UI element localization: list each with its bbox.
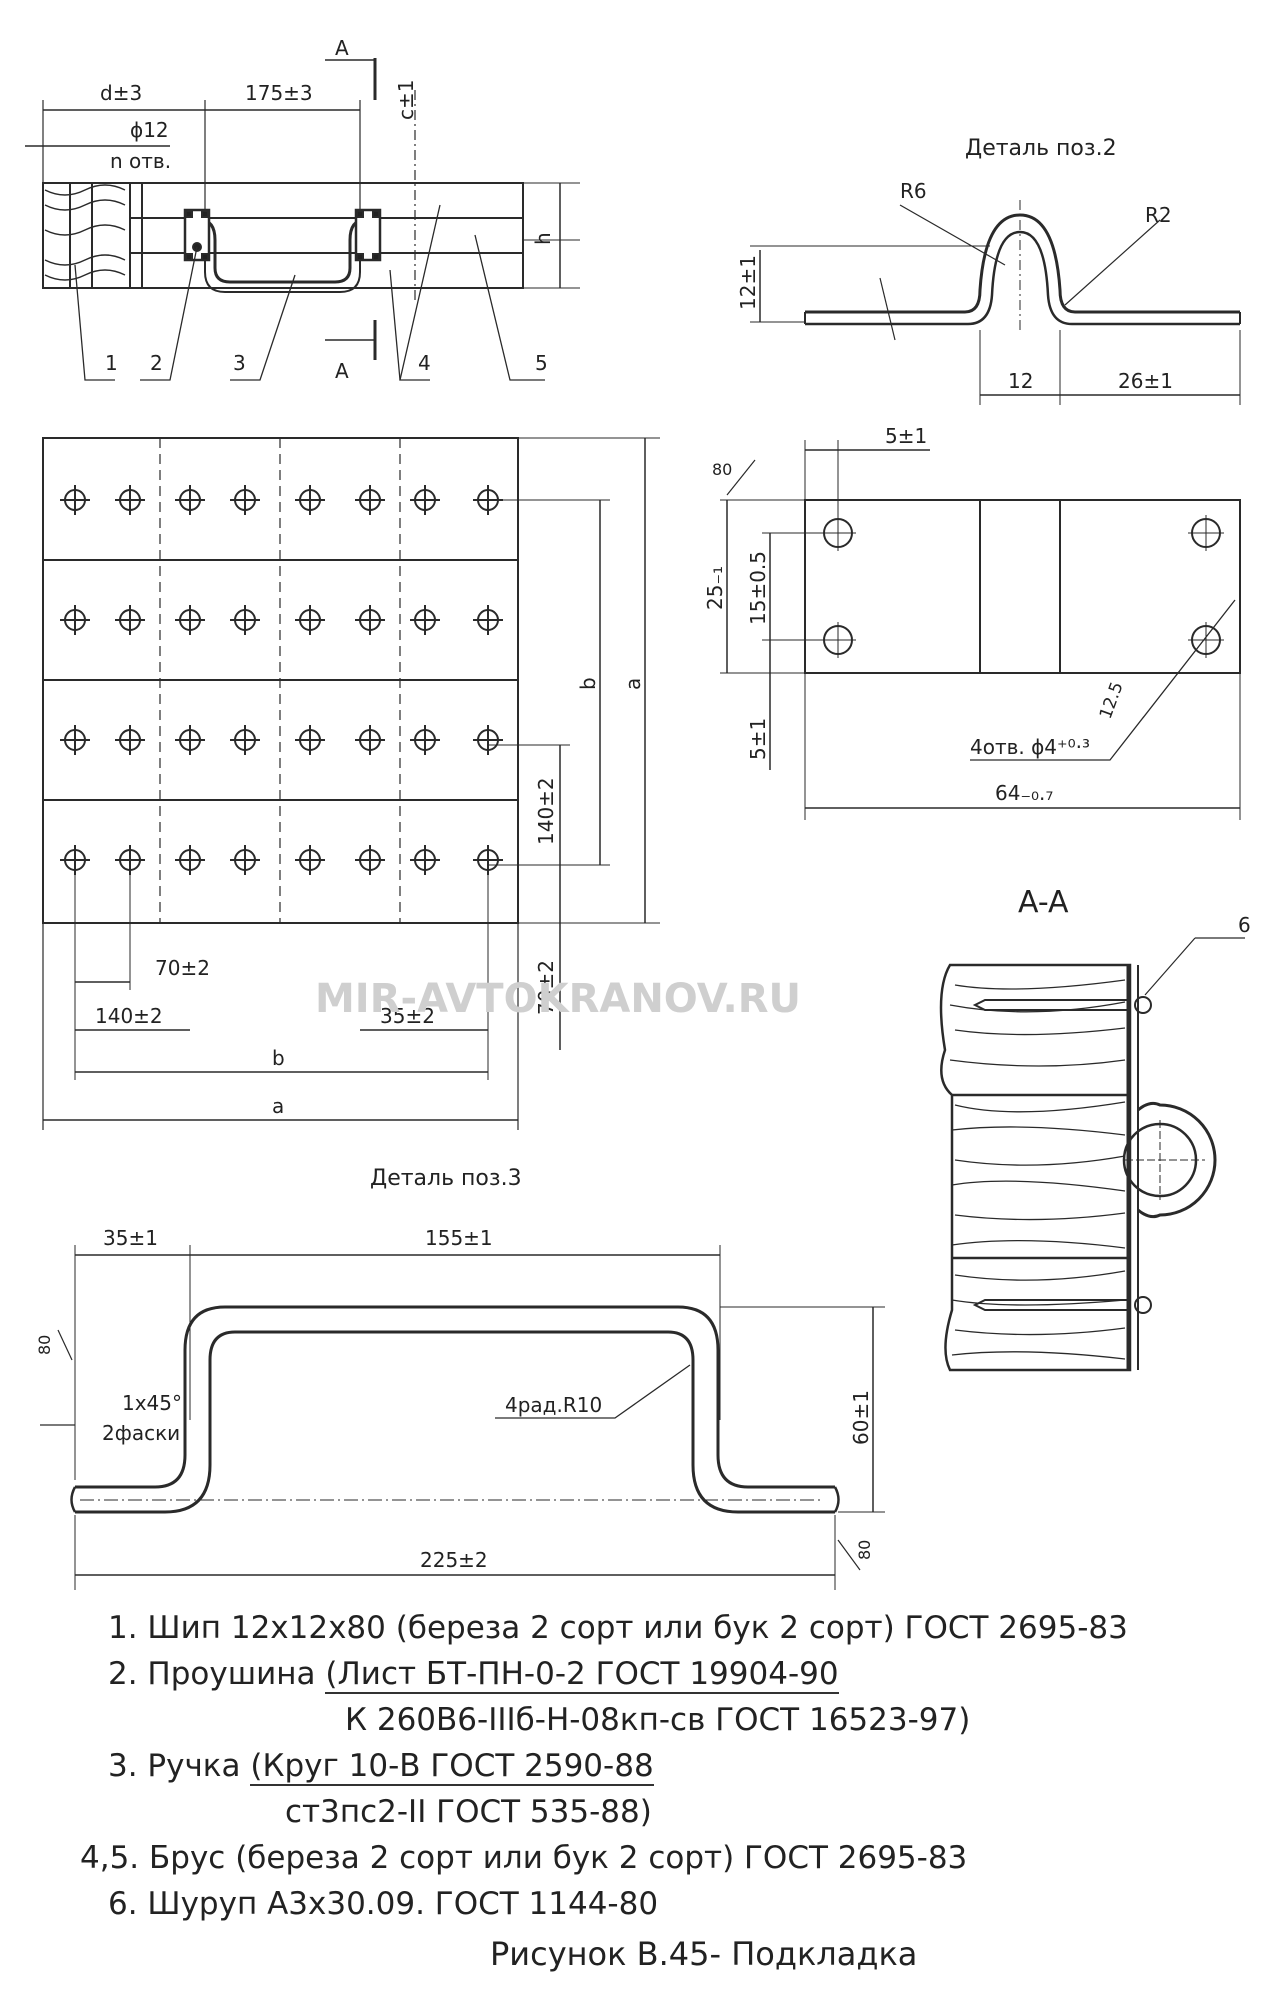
- callout-1: 1: [105, 351, 118, 375]
- dim-phi12: ϕ12: [130, 118, 169, 142]
- note-2-label: 2. Проушина: [108, 1656, 326, 1692]
- screw-hole: [410, 485, 440, 515]
- detail2-title: Деталь поз.2: [965, 136, 1117, 161]
- d3-80-left: 80: [35, 1335, 54, 1355]
- screw-hole: [410, 845, 440, 875]
- figure-caption: Рисунок В.45- Подкладка: [490, 1935, 918, 1973]
- section-title: A-A: [1018, 885, 1069, 920]
- note-2-material: (Лист БТ-ПН-0-2 ГОСТ 19904-90: [325, 1656, 839, 1694]
- plan-view: [42, 437, 660, 1130]
- screw-hole: [355, 845, 385, 875]
- d3-chamfer-count: 2фаски: [102, 1421, 180, 1445]
- screw-hole: [175, 605, 205, 635]
- screw-hole: [230, 725, 260, 755]
- dim-c: c±1: [394, 80, 418, 120]
- screw-hole: [115, 725, 145, 755]
- callout-3: 3: [233, 351, 246, 375]
- d2-12-1: 12±1: [736, 255, 760, 310]
- screw-hole: [355, 725, 385, 755]
- screw-hole: [230, 845, 260, 875]
- note-2-material-text: Лист БТ-ПН-0-2 ГОСТ 19904-90: [337, 1656, 839, 1692]
- d2-80: 80: [712, 460, 732, 479]
- plan-dim-b-horiz: b: [272, 1046, 285, 1070]
- dim-n-holes: n отв.: [110, 149, 171, 173]
- d2-5-top: 5±1: [885, 424, 927, 448]
- drawing-sheet: d±3 175±3 ϕ12 n отв. c±1 h A A 1 2 3 4 5…: [25, 36, 1251, 1590]
- d2-26: 26±1: [1118, 369, 1173, 393]
- d2-15: 15±0.5: [746, 551, 770, 625]
- screw-hole: [295, 725, 325, 755]
- d2-12-5: 12.5: [1096, 679, 1128, 721]
- plan-dim-70-vert: 70±2: [534, 960, 558, 1015]
- d2-12: 12: [1008, 369, 1033, 393]
- d3-225: 225±2: [420, 1548, 488, 1572]
- screw-hole: [295, 605, 325, 635]
- screw-hole: [473, 605, 503, 635]
- d2-holes: 4отв. ϕ4⁺⁰·³: [970, 735, 1090, 759]
- top-view: [25, 58, 580, 381]
- section-aa: [939, 937, 1245, 1372]
- plan-dim-70-horiz: 70±2: [155, 956, 210, 980]
- d2-r6: R6: [900, 179, 927, 203]
- detail3-title: Деталь поз.3: [370, 1166, 522, 1191]
- callout-5: 5: [535, 351, 548, 375]
- detail2-profile: [750, 200, 1241, 405]
- note-2: 2. Проушина (Лист БТ-ПН-0-2 ГОСТ 19904-9…: [80, 1651, 1260, 1697]
- screw-hole: [230, 605, 260, 635]
- d2-r2: R2: [1145, 203, 1172, 227]
- section-mark-bottom: A: [335, 359, 349, 383]
- screw-hole: [115, 605, 145, 635]
- parts-list: 1. Шип 12x12x80 (береза 2 сорт или бук 2…: [80, 1605, 1260, 1927]
- screw-hole: [410, 725, 440, 755]
- note-3-material: (Круг 10-В ГОСТ 2590-88: [250, 1748, 654, 1786]
- screw-hole: [60, 605, 90, 635]
- screw-hole: [295, 845, 325, 875]
- section-callout-6: 6: [1238, 913, 1251, 937]
- note-2-cont: К 260В6-IIIб-Н-08кп-св ГОСТ 16523-97): [345, 1702, 971, 1738]
- screw-hole: [355, 605, 385, 635]
- note-3: 3. Ручка (Круг 10-В ГОСТ 2590-88: [80, 1743, 1260, 1789]
- d3-60: 60±1: [849, 1390, 873, 1445]
- plan-dim-a-vert: a: [621, 678, 645, 690]
- screw-hole: [175, 725, 205, 755]
- callout-2: 2: [150, 351, 163, 375]
- screw-hole: [473, 725, 503, 755]
- note-45: 4,5. Брус (береза 2 сорт или бук 2 сорт)…: [80, 1840, 968, 1876]
- d3-35: 35±1: [103, 1226, 158, 1250]
- note-3-cont: ст3пс2-II ГОСТ 535-88): [285, 1794, 652, 1830]
- plan-dim-35: 35±2: [380, 1004, 435, 1028]
- dim-d: d±3: [100, 81, 142, 105]
- screw-hole: [60, 485, 90, 515]
- dim-175: 175±3: [245, 81, 313, 105]
- screw-hole: [115, 485, 145, 515]
- d2-64: 64₋₀.₇: [995, 781, 1053, 805]
- screw-hole: [230, 485, 260, 515]
- detail3-handle: [40, 1245, 885, 1590]
- d2-5-side: 5±1: [746, 718, 770, 760]
- screw-hole: [410, 605, 440, 635]
- screw-hole: [175, 485, 205, 515]
- screw-hole: [60, 725, 90, 755]
- callout-4: 4: [418, 351, 431, 375]
- note-1: 1. Шип 12x12x80 (береза 2 сорт или бук 2…: [108, 1610, 1128, 1646]
- plan-dim-b-vert: b: [576, 677, 600, 690]
- d3-80-right: 80: [855, 1540, 874, 1560]
- detail2-plate: [720, 440, 1241, 820]
- screw-hole: [355, 485, 385, 515]
- plan-dim-140-horiz: 140±2: [95, 1004, 163, 1028]
- screw-hole: [295, 485, 325, 515]
- plan-dim-140-vert: 140±2: [534, 777, 558, 845]
- screw-hole: [175, 845, 205, 875]
- d3-chamfer: 1x45°: [122, 1391, 182, 1415]
- section-mark-top: A: [335, 36, 349, 60]
- dim-h: h: [531, 232, 555, 245]
- plan-dim-a-horiz: a: [272, 1094, 284, 1118]
- d3-radius: 4рад.R10: [505, 1393, 602, 1417]
- note-3-label: 3. Ручка: [108, 1748, 251, 1784]
- watermark: MIR-AVTOKRANOV.RU: [315, 976, 801, 1022]
- d2-25: 25₋₁: [703, 566, 727, 610]
- note-6: 6. Шуруп А3x30.09. ГОСТ 1144-80: [108, 1886, 659, 1922]
- d3-155: 155±1: [425, 1226, 493, 1250]
